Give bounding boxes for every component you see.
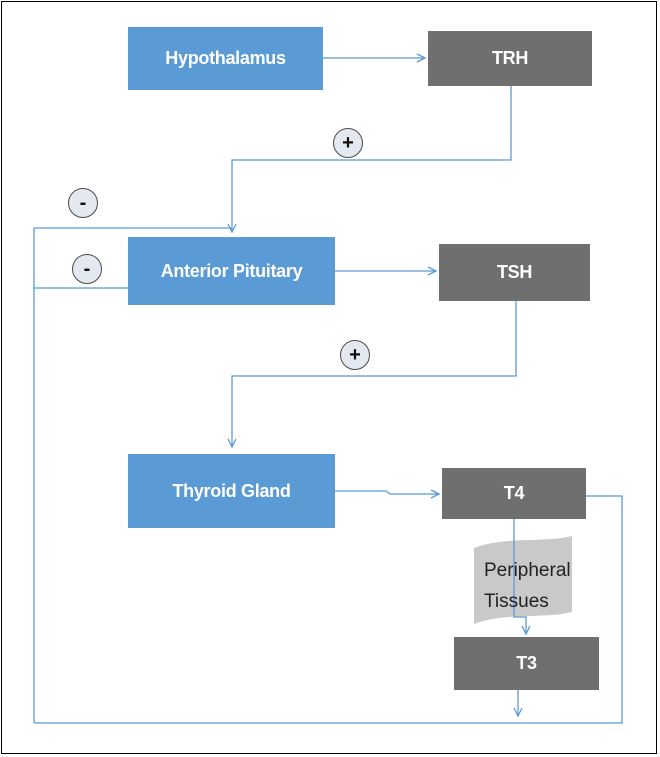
peripheral-tissues-label: Peripheral Tissues: [484, 555, 579, 617]
feedback-loop-line: [33, 227, 232, 723]
t3-box: T3: [454, 637, 599, 690]
anterior-pituitary-box: Anterior Pituitary: [128, 237, 335, 305]
arrow-t4-to-t3: [513, 519, 526, 634]
arrow-tsh-to-thyroid: [232, 301, 517, 447]
peripheral-tissues-line1: Peripheral: [484, 560, 571, 581]
minus-sign-feedback-lower: -: [72, 254, 102, 284]
plus-sign-trh: +: [333, 128, 363, 158]
trh-box: TRH: [428, 31, 592, 86]
feedback-t4-line: [34, 495, 623, 724]
peripheral-tissues-line2: Tissues: [484, 591, 549, 612]
hypothalamus-box: Hypothalamus: [128, 27, 323, 90]
tsh-box: TSH: [439, 244, 590, 301]
arrow-thyroid-to-t4: [335, 491, 439, 494]
peripheral-tissues-shape: [474, 536, 572, 624]
t4-box: T4: [442, 468, 586, 519]
plus-sign-tsh: +: [340, 340, 370, 370]
arrow-trh-to-pituitary: [232, 86, 512, 232]
minus-sign-feedback: -: [68, 188, 98, 218]
thyroid-gland-box: Thyroid Gland: [128, 454, 335, 528]
